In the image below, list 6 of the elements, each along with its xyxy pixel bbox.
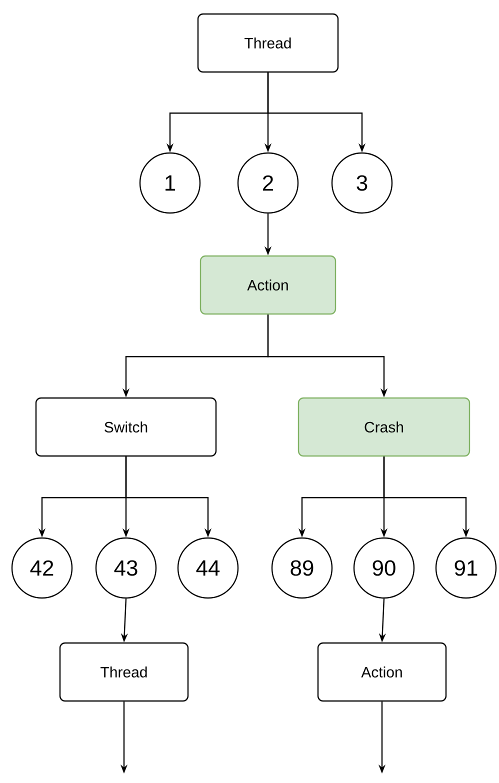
process-box: Switch — [35, 397, 217, 457]
process-box: Action — [317, 642, 447, 702]
process-box: Action — [200, 255, 336, 315]
process-box: Thread — [59, 642, 189, 702]
process-box: Crash — [298, 397, 470, 457]
process-box: Thread — [197, 13, 339, 73]
